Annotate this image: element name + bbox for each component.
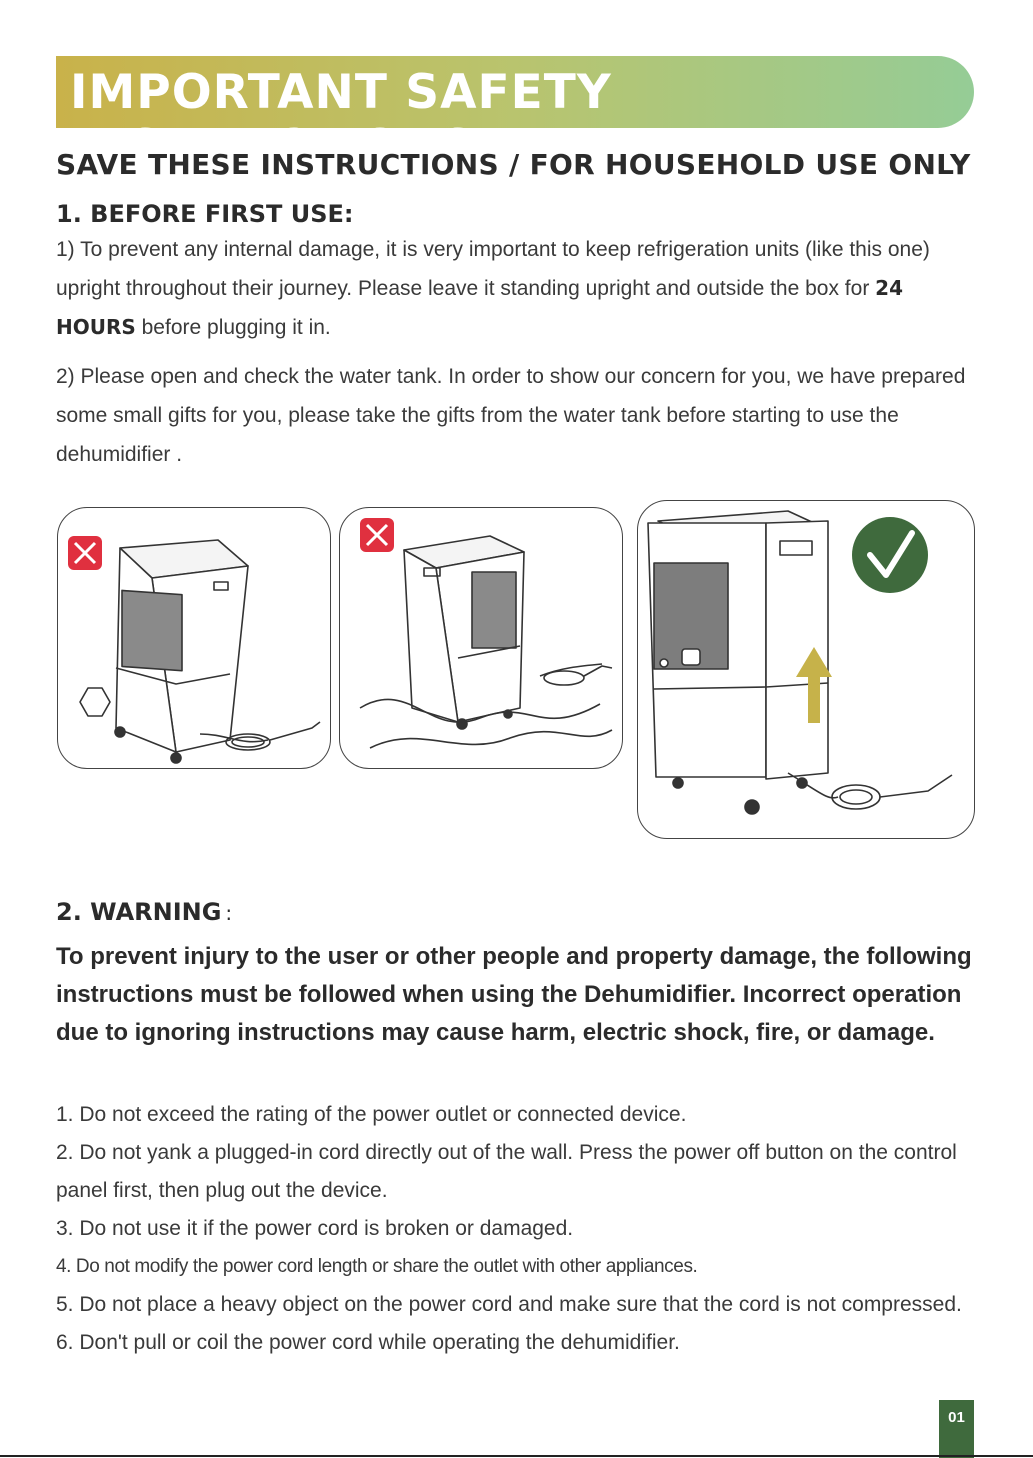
warning-list: 1. Do not exceed the rating of the power… <box>56 1096 986 1362</box>
emphasis-24-hours: 24 HOURS <box>56 276 903 339</box>
bottom-divider <box>0 1455 1033 1457</box>
dehumidifier-soft-surface-drawing <box>359 518 613 749</box>
instruction-upright-text: 1) To prevent any internal damage, it is… <box>56 238 930 300</box>
instruction-water-tank: 2) Please open and check the water tank.… <box>56 365 966 466</box>
correct-check-icon <box>852 517 928 593</box>
instruction-upright: 1) To prevent any internal damage, it is… <box>56 230 976 347</box>
list-item: 2. Do not yank a plugged-in cord directl… <box>56 1141 957 1202</box>
illustration-upright-panel <box>637 500 975 839</box>
warning-intro: To prevent injury to the user or other p… <box>56 943 972 1046</box>
list-item: 5. Do not place a heavy object on the po… <box>56 1293 962 1316</box>
warning-title-colon: : <box>225 901 233 925</box>
section-title-before-first-use: 1. BEFORE FIRST USE: <box>56 200 354 228</box>
warning-title-text: 2. WARNING <box>56 898 222 926</box>
page-title: IMPORTANT SAFETY INSTRUCTIONS <box>70 65 612 175</box>
illustration-tilted-panel <box>57 507 331 769</box>
list-item: 6. Don't pull or coil the power cord whi… <box>56 1331 680 1354</box>
section-title-warning: 2. WARNING: <box>56 898 232 926</box>
list-item: 3. Do not use it if the power cord is br… <box>56 1217 574 1240</box>
upright-arrow-icon <box>796 647 832 723</box>
title-banner: IMPORTANT SAFETY INSTRUCTIONS <box>56 56 974 175</box>
page-subtitle: SAVE THESE INSTRUCTIONS / FOR HOUSEHOLD … <box>56 148 971 181</box>
dehumidifier-upright-drawing <box>647 510 953 815</box>
instruction-upright-end: before plugging it in. <box>135 316 331 339</box>
page-number: 01 <box>939 1400 974 1458</box>
list-item: 1. Do not exceed the rating of the power… <box>56 1103 687 1126</box>
list-item: 4. Do not modify the power cord length o… <box>56 1256 698 1277</box>
dehumidifier-tilted-drawing <box>68 536 321 764</box>
illustration-soft-surface-panel <box>339 507 623 769</box>
